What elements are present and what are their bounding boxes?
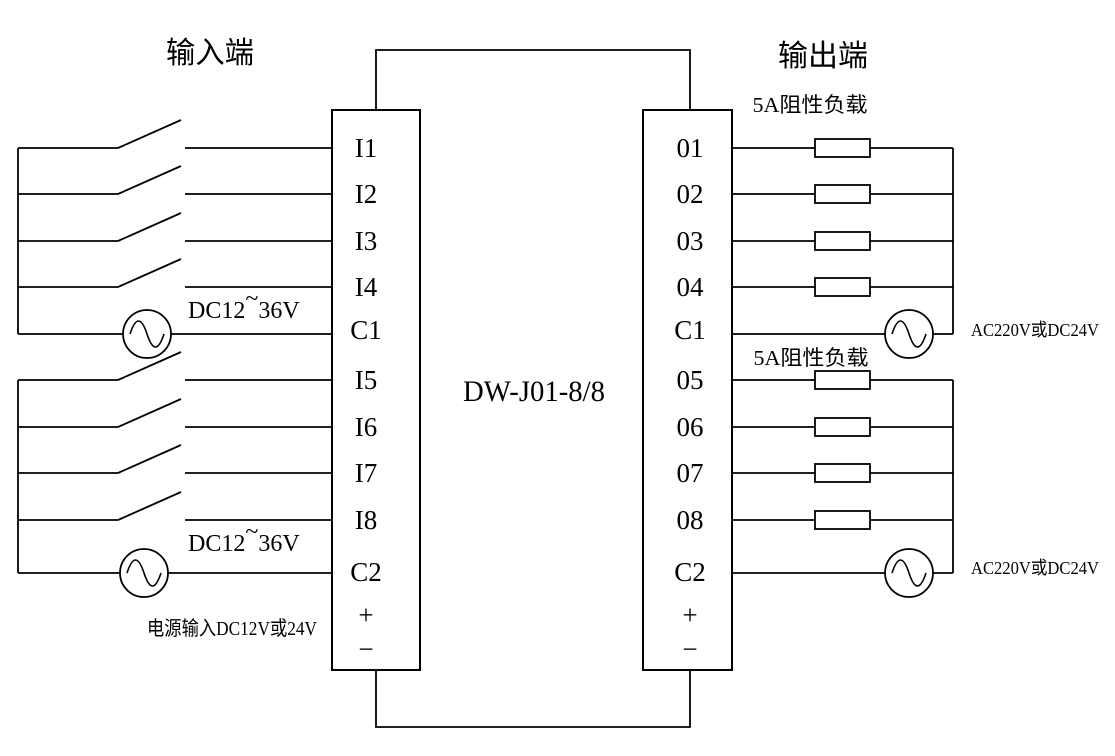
ac-source-upper-label: AC220V或DC24V: [971, 320, 1099, 340]
resistor-icon: [814, 370, 871, 390]
dc-source-lower-label: DC12~36V: [188, 519, 300, 557]
switch-blade: [117, 398, 182, 428]
dc-label-part: DC12: [188, 531, 245, 557]
output-terminal-o6: 06: [677, 412, 704, 442]
output-terminal-block: [642, 109, 733, 671]
sine-wave-icon: [891, 320, 927, 348]
output-terminal-o1: 01: [677, 133, 704, 163]
output-terminal-o3: 03: [677, 226, 704, 256]
block-connector-links: [375, 49, 691, 728]
input-switch-i7: [18, 444, 332, 474]
input-terminal-i7: I7: [355, 458, 378, 488]
input-switch-i6: [18, 398, 332, 428]
top-connector-wire: [375, 49, 691, 110]
power-input-label: 电源输入DC12V或24V: [147, 617, 317, 640]
output-terminal-c1: C1: [674, 315, 706, 345]
output-load-row-o1: [732, 138, 953, 158]
module-label: DW-J01-8/8: [463, 375, 605, 408]
input-terminal-minus: −: [358, 634, 373, 664]
output-terminal-plus: +: [682, 600, 697, 630]
resistor-icon: [814, 277, 871, 297]
input-side-title: 输入端: [166, 37, 254, 70]
output-wiring: [732, 138, 954, 598]
resistor-icon: [814, 417, 871, 437]
output-terminal-o7: 07: [677, 458, 704, 488]
output-load-row-o3: [732, 231, 953, 251]
switch-blade: [117, 351, 182, 381]
dc-label-part: 36V: [258, 298, 300, 324]
output-terminal-minus: −: [682, 634, 697, 664]
dc-label-part: DC12: [188, 298, 245, 324]
output-terminal-o2: 02: [677, 179, 704, 209]
output-load-row-o8: [732, 510, 953, 530]
switch-blade: [117, 444, 182, 474]
input-terminal-i6: I6: [355, 412, 378, 442]
sine-wave-icon: [129, 320, 165, 348]
load-lower-label: 5A阻性负载: [754, 346, 869, 370]
input-switch-i4: [18, 258, 332, 288]
input-terminal-i8: I8: [355, 505, 378, 535]
dc-label-tilde: ~: [245, 286, 258, 312]
output-load-row-o4: [732, 277, 953, 297]
input-terminal-i5: I5: [355, 365, 378, 395]
input-terminal-block: [331, 109, 421, 671]
switch-blade: [117, 258, 182, 288]
resistor-icon: [814, 231, 871, 251]
input-switch-i5: [18, 351, 332, 381]
sine-wave-icon: [126, 559, 162, 587]
input-terminal-i2: I2: [355, 179, 378, 209]
input-terminal-i4: I4: [355, 272, 378, 302]
output-terminal-labels: 01 02 03 04 C1 05 06 07 08 C2 + −: [674, 133, 706, 664]
output-terminal-o8: 08: [677, 505, 704, 535]
dc-label-part: 36V: [258, 531, 300, 557]
output-load-row-o6: [732, 417, 953, 437]
input-switch-i3: [18, 212, 332, 242]
output-load-row-o7: [732, 463, 953, 483]
input-switch-i2: [18, 165, 332, 195]
switch-blade: [117, 491, 182, 521]
input-terminal-plus: +: [358, 600, 373, 630]
load-upper-label: 5A阻性负载: [753, 93, 868, 117]
bottom-connector-wire: [375, 670, 691, 728]
input-switch-i8: [18, 491, 332, 521]
output-load-row-o2: [732, 184, 953, 204]
sine-wave-icon: [891, 559, 927, 587]
dc-source-upper-label: DC12~36V: [188, 286, 300, 324]
output-terminal-o5: 05: [677, 365, 704, 395]
input-wiring: [17, 119, 332, 598]
resistor-icon: [814, 463, 871, 483]
input-terminal-c2: C2: [350, 557, 382, 587]
input-terminal-labels: I1 I2 I3 I4 C1 I5 I6 I7 I8 C2 + −: [350, 133, 382, 664]
dc-label-tilde: ~: [245, 519, 258, 545]
input-terminal-i1: I1: [355, 133, 378, 163]
switch-blade: [117, 212, 182, 242]
resistor-icon: [814, 138, 871, 158]
switch-blade: [117, 119, 182, 149]
output-load-row-o5: [732, 370, 953, 390]
output-terminal-c2: C2: [674, 557, 706, 587]
output-side-title: 输出端: [778, 40, 868, 73]
switch-blade: [117, 165, 182, 195]
dc-source-lower-icon: [119, 548, 169, 598]
ac-source-lower-icon: [884, 548, 934, 598]
output-terminal-o4: 04: [677, 272, 705, 302]
ac-source-lower-label: AC220V或DC24V: [971, 558, 1099, 578]
resistor-icon: [814, 184, 871, 204]
input-switch-i1: [18, 119, 332, 149]
ac-source-upper-icon: [884, 309, 934, 359]
resistor-icon: [814, 510, 871, 530]
dc-source-upper-icon: [122, 309, 172, 359]
input-terminal-i3: I3: [355, 226, 378, 256]
input-terminal-c1: C1: [350, 315, 382, 345]
